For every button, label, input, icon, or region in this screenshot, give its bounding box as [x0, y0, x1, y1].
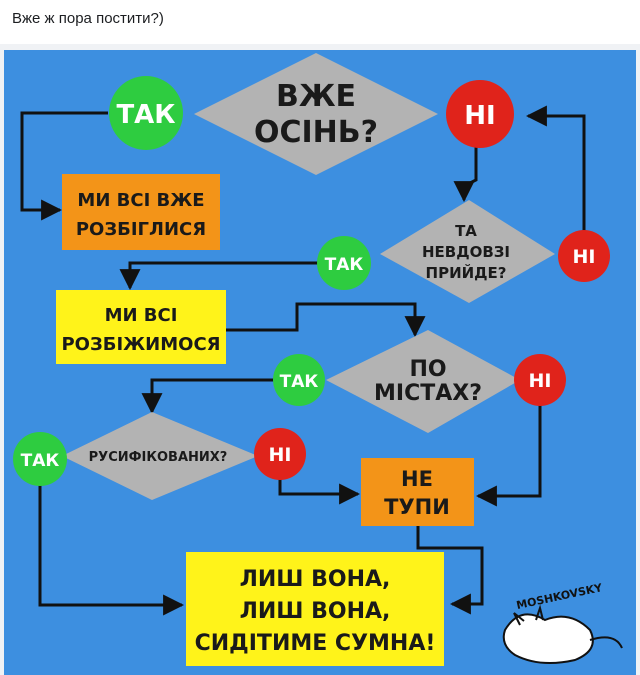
decision-diamond-2 — [380, 200, 555, 303]
no-circle-3 — [514, 354, 566, 406]
decision-diamond-3 — [326, 330, 520, 433]
box3-line2: ТУПИ — [384, 495, 450, 519]
yes-circle-3 — [273, 354, 325, 406]
no-label-3: НІ — [529, 370, 552, 392]
no-label-4: НІ — [269, 444, 292, 466]
connector-ni1-q2 — [453, 140, 478, 203]
q1-line2: ОСІНЬ? — [254, 115, 378, 150]
no-circle-4 — [254, 428, 306, 480]
box2-line2: РОЗБІЖИМОСЯ — [61, 334, 220, 355]
connector-box2-q3 — [226, 302, 426, 338]
q1-line1: ВЖЕ — [276, 79, 356, 114]
connector-tak4-box4 — [38, 485, 185, 616]
connector-ni4-box3 — [278, 478, 361, 505]
no-circle-1 — [446, 80, 514, 148]
yes-circle-2 — [317, 236, 371, 290]
post-header: Вже ж пора постити?) — [0, 0, 640, 45]
connector-tak2-box2 — [119, 261, 318, 291]
yes-label-4: ТАК — [21, 451, 60, 471]
no-label-2: НІ — [573, 246, 596, 268]
connector-ni2-ni1 — [525, 105, 586, 232]
q2-line3: ПРИЙДЕ? — [426, 263, 507, 282]
cat-doodle — [502, 604, 623, 665]
box1-line2: РОЗБІГЛИСЯ — [76, 219, 206, 240]
box4-line2: ЛИШ ВОНА, — [240, 599, 391, 624]
q3-line1: ПО — [409, 357, 446, 382]
connectors — [20, 105, 586, 616]
yes-circle-4 — [13, 432, 67, 486]
connector-tak1-box1 — [20, 111, 108, 221]
image-frame[interactable]: ТАК НІ НІ ТАК ТАК НІ ТАК НІ ВЖЕ ОСІНЬ? Т… — [0, 44, 640, 675]
decision-diamond-1 — [194, 53, 438, 175]
box4-line1: ЛИШ ВОНА, — [240, 567, 391, 592]
flowchart-poster: ТАК НІ НІ ТАК ТАК НІ ТАК НІ ВЖЕ ОСІНЬ? Т… — [4, 50, 636, 675]
box1-line1: МИ ВСІ ВЖЕ — [77, 190, 204, 211]
connector-box3-box4 — [416, 525, 484, 615]
box-only-she — [186, 552, 444, 666]
connector-ni3-box3 — [475, 405, 542, 507]
yes-label-1: ТАК — [116, 100, 175, 130]
q4-label: РУСИФІКОВАНИХ? — [89, 450, 228, 465]
yes-circle-1 — [109, 76, 183, 150]
no-circle-2 — [558, 230, 610, 282]
post-text: Вже ж пора постити?) — [12, 10, 164, 27]
q2-line1: ТА — [455, 222, 477, 240]
decision-diamond-4 — [62, 412, 258, 500]
no-label-1: НІ — [464, 101, 495, 131]
box-already-scattered — [62, 174, 220, 250]
connector-tak3-q4 — [141, 378, 274, 415]
yes-label-2: ТАК — [325, 255, 364, 275]
box4-line3: СИДІТИМЕ СУМНА! — [195, 631, 436, 656]
box3-line1: НЕ — [401, 467, 433, 491]
box2-line1: МИ ВСІ — [105, 305, 178, 326]
q3-line2: МІСТАХ? — [374, 381, 482, 406]
yes-label-3: ТАК — [280, 372, 319, 392]
box-dont-be-dumb — [361, 458, 474, 526]
box-we-will-scatter — [56, 290, 226, 364]
q2-line2: НЕВДОВЗІ — [422, 243, 510, 261]
